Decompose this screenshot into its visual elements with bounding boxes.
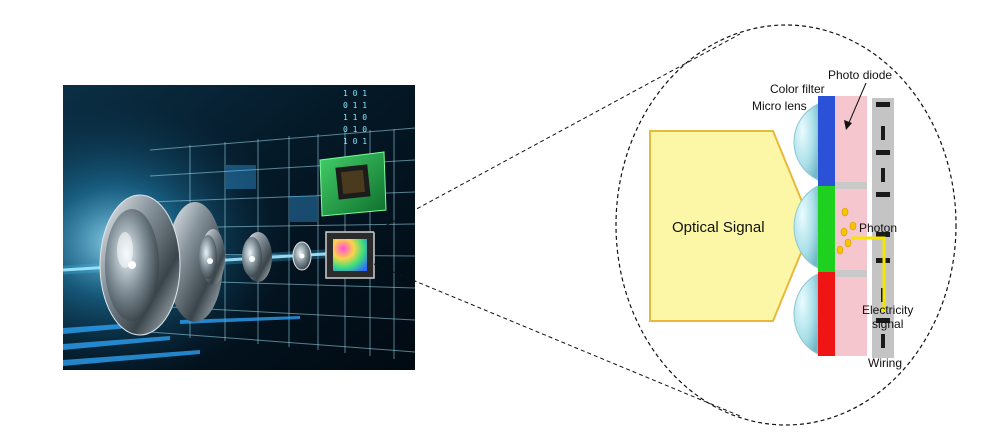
zoom-projection-lines	[373, 33, 741, 417]
optical-signal-arrow: Optical Signal	[649, 130, 814, 322]
electricity-signal-label-line1: Electricity	[862, 303, 913, 317]
photon-dots	[836, 207, 857, 255]
color-filter-label: Color filter	[770, 82, 825, 96]
micro-lens-top	[793, 103, 819, 181]
electricity-signal-path	[851, 236, 886, 312]
wiring-label: Wiring	[868, 356, 902, 370]
image-sensor-chip	[325, 231, 375, 279]
micro-lens-array	[793, 103, 819, 355]
photo-diode-pointer	[844, 82, 867, 130]
photon-label: Photon	[859, 221, 897, 235]
color-filter-green	[818, 186, 835, 272]
light-sparkles	[128, 253, 305, 269]
micro-lens-bottom	[793, 273, 819, 355]
svg-text:0 1 0: 0 1 0	[343, 125, 367, 134]
svg-text:1 0 1: 1 0 1	[343, 137, 367, 146]
binary-data-stream: 1 0 1 0 1 1 1 1 0 0 1 0 1 0 1	[343, 89, 367, 146]
color-filter-blue	[818, 96, 835, 186]
svg-text:1 0 1: 1 0 1	[343, 89, 367, 98]
svg-text:1 1 0: 1 1 0	[343, 113, 367, 122]
svg-text:0 1 1: 0 1 1	[343, 101, 367, 110]
color-filter-column	[818, 96, 835, 356]
magnified-view-circle	[615, 24, 957, 426]
electricity-signal-label-line2: signal	[872, 317, 903, 331]
camera-optics-illustration: 1 0 1 0 1 1 1 1 0 0 1 0 1 0 1	[62, 85, 416, 370]
photo-diode-label: Photo diode	[828, 68, 892, 82]
processor-board	[319, 151, 387, 217]
color-filter-red	[818, 272, 835, 356]
micro-lens-middle	[793, 185, 819, 269]
micro-lens-label: Micro lens	[752, 99, 807, 113]
optical-signal-label: Optical Signal	[672, 219, 765, 236]
